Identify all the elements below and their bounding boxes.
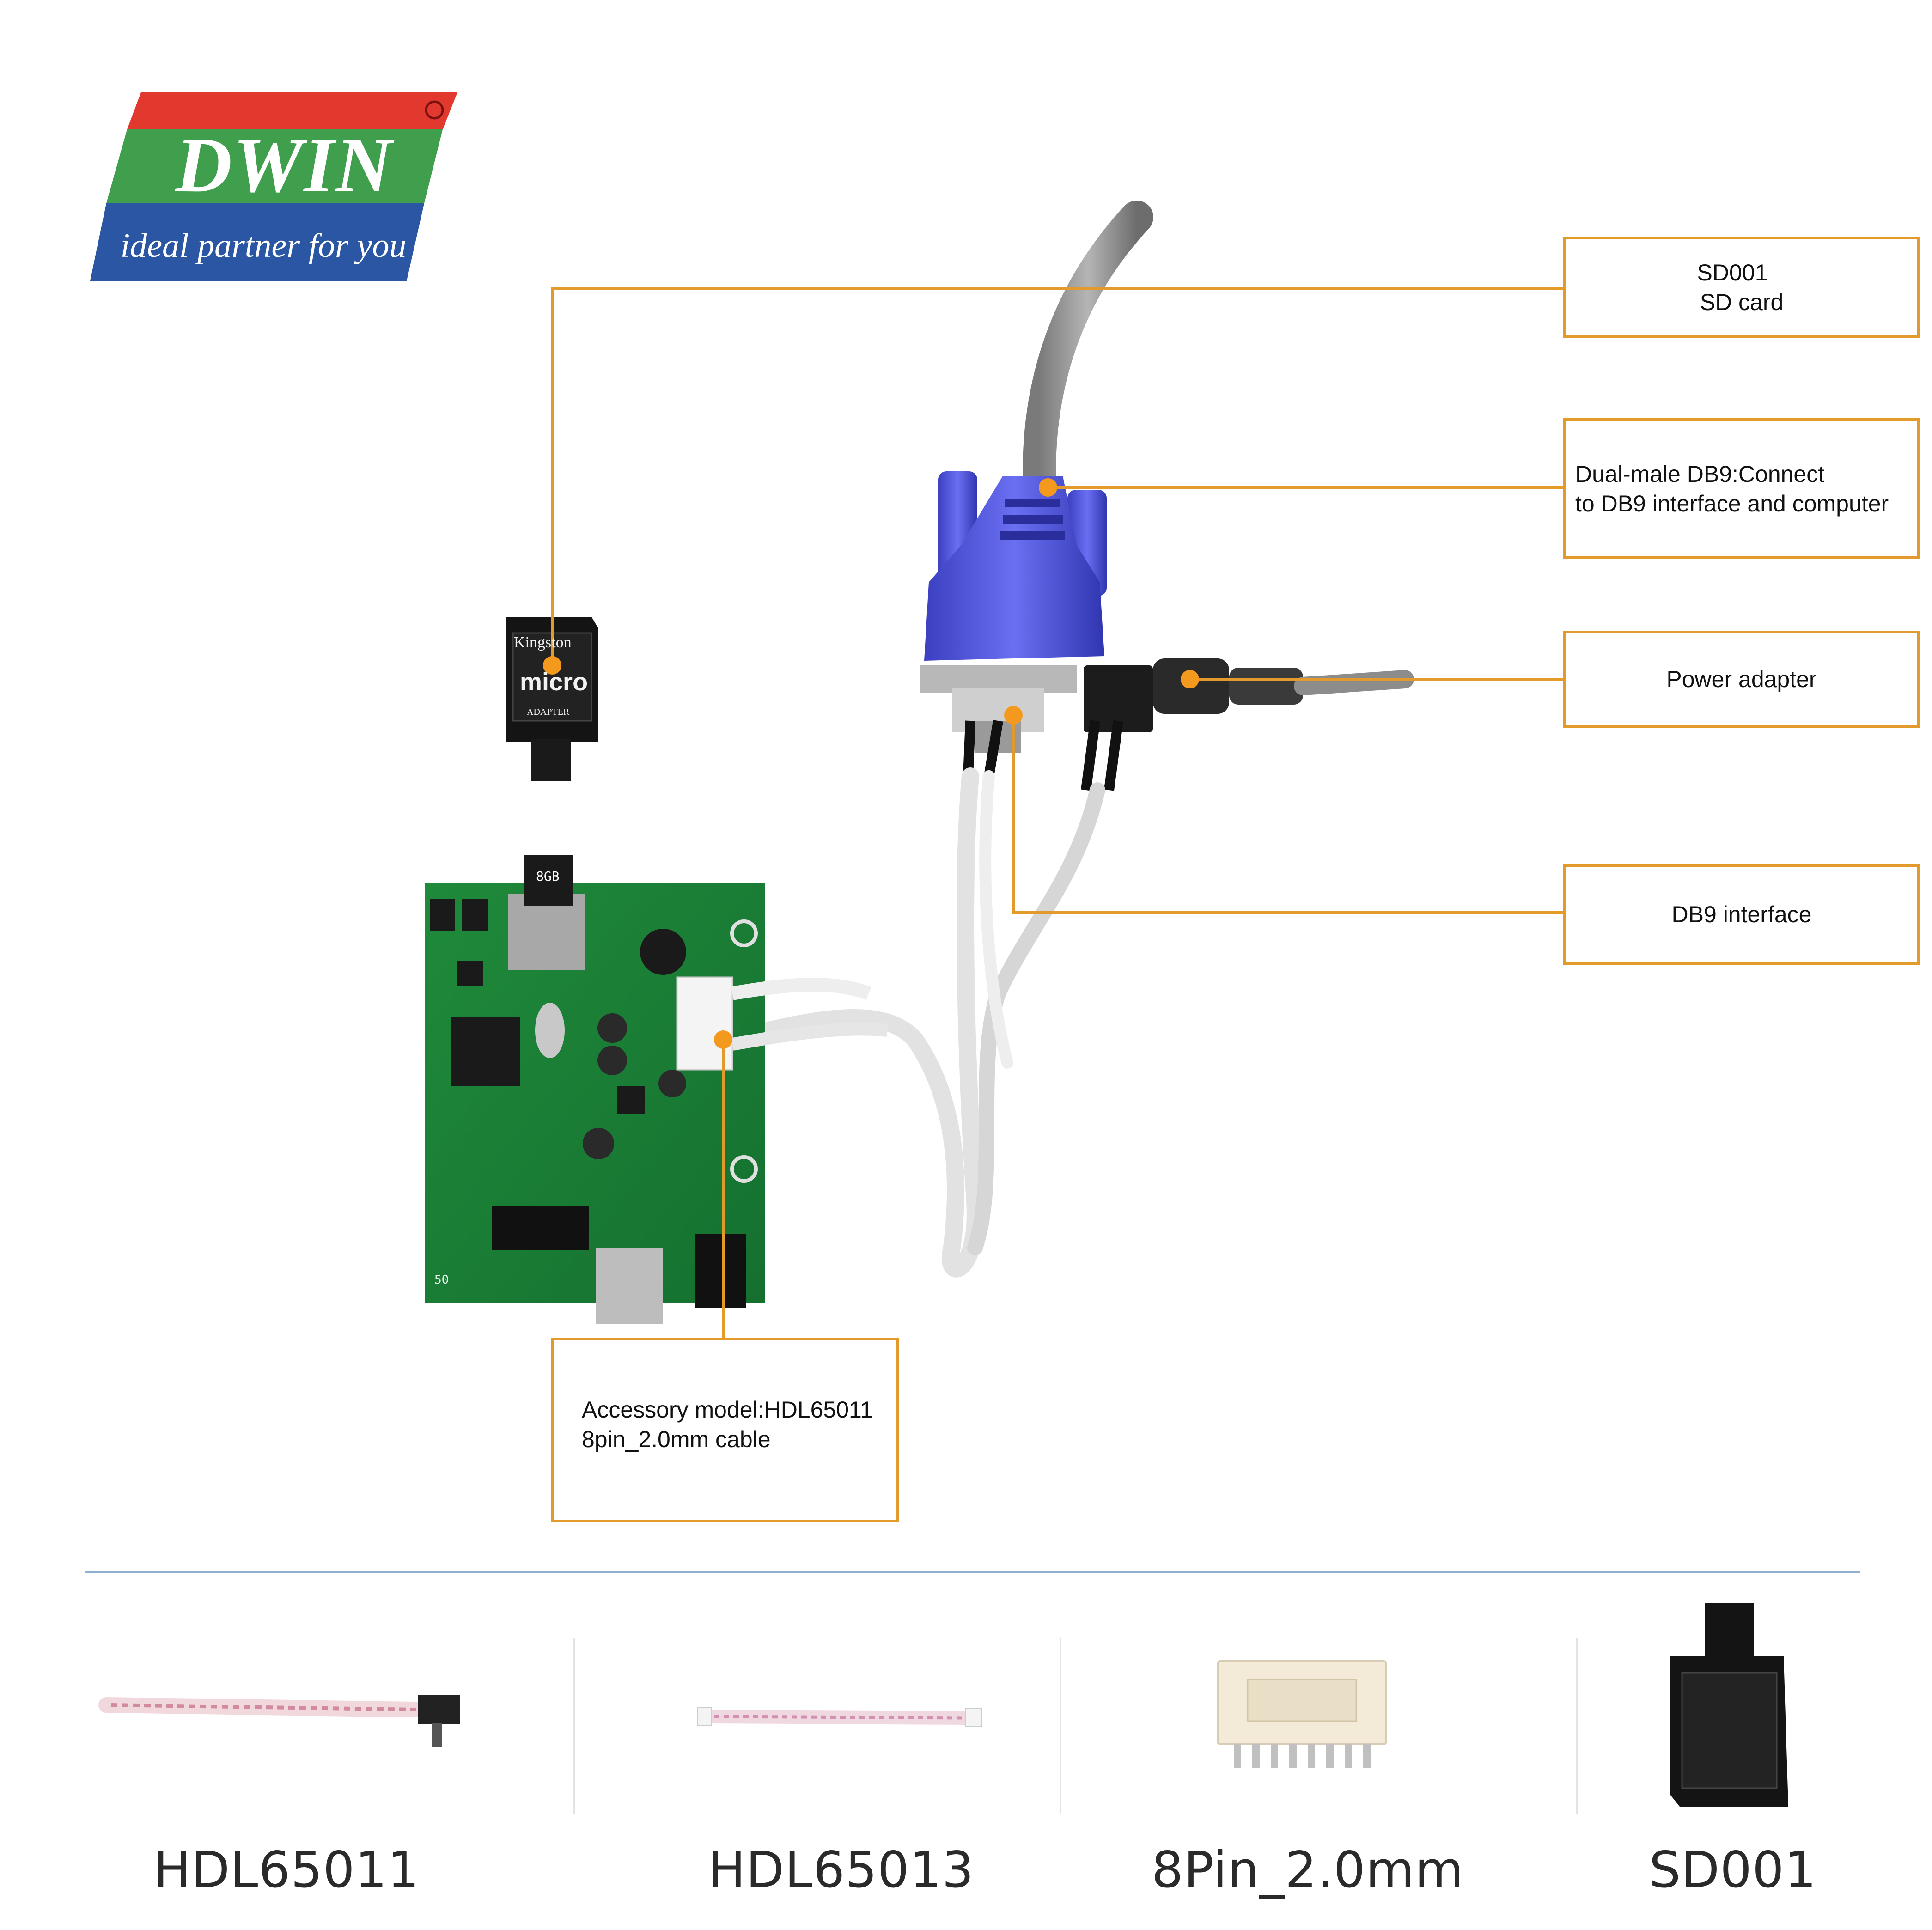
pcb-substrate <box>425 883 765 1303</box>
leader-dot-db9-cable <box>1039 478 1057 497</box>
callout-accessory-line1: Accessory model:HDL65011 <box>582 1397 873 1423</box>
registered-mark-icon <box>425 100 444 120</box>
8pin-leg-7 <box>1345 1744 1352 1768</box>
dc-jack <box>695 1234 746 1308</box>
leader-sd-card <box>551 287 1564 665</box>
8pin-leg-4 <box>1289 1744 1297 1768</box>
capacitor-2 <box>597 1046 627 1075</box>
leader-db9-interface <box>1012 715 1564 914</box>
black-lead-1 <box>963 720 975 777</box>
callout-sd-card-line2: SD card <box>1700 289 1784 315</box>
8pin-leg-2 <box>1252 1744 1260 1768</box>
sd-card-adapter-text: ADAPTER <box>527 707 570 717</box>
callout-accessory-line2: 8pin_2.0mm cable <box>582 1426 771 1452</box>
mount-hole-1 <box>730 919 758 947</box>
callout-sd-card-line1: SD001 <box>1697 260 1768 286</box>
logo-green-band <box>106 129 443 203</box>
product-thumb-8pin <box>1217 1660 1387 1768</box>
sd-card-brand: Kingston <box>514 634 572 651</box>
product-thumb-sd001 <box>1670 1603 1788 1807</box>
leader-dot-accessory <box>714 1030 732 1049</box>
callout-db9-interface: DB9 interface <box>1563 864 1920 965</box>
black-lead-4 <box>1104 720 1123 791</box>
capacitor-4 <box>583 1128 614 1159</box>
ribbon-wires-2 <box>731 1023 888 1051</box>
logo-blue-band <box>90 203 424 281</box>
capacitor-1 <box>597 1013 627 1043</box>
sd-slot <box>508 894 585 970</box>
sd001-face <box>1681 1672 1778 1789</box>
power-jack-body <box>1084 665 1153 732</box>
logo-wordmark: DWIN <box>175 122 393 208</box>
serial-cable <box>1023 201 1153 506</box>
dwin-logo <box>90 92 457 281</box>
sd-slot-card <box>524 855 573 906</box>
8pin-leg-6 <box>1326 1744 1334 1768</box>
product-label-8pin: 8Pin_2.0mm <box>1151 1841 1464 1899</box>
product-thumb-hdl65013 <box>697 1707 982 1727</box>
white-cable-a <box>740 767 984 1278</box>
ic-row-3 <box>457 961 483 986</box>
8pin-slot <box>1247 1679 1357 1722</box>
capacitor-3 <box>658 1070 686 1097</box>
regulator <box>617 1086 645 1114</box>
sd001-micro <box>1705 1603 1754 1659</box>
callout-accessory: Accessory model:HDL65011 8pin_2.0mm cabl… <box>551 1338 899 1522</box>
black-lead-3 <box>1081 720 1100 791</box>
db9-grip-1 <box>1005 499 1060 507</box>
usb-port <box>596 1248 663 1324</box>
buzzer <box>640 929 686 975</box>
pin-header <box>492 1206 589 1250</box>
board-corner-number: 50 <box>434 1273 449 1287</box>
product-label-sd001: SD001 <box>1649 1841 1817 1899</box>
product-thumb-hdl65011 <box>98 1695 460 1747</box>
leader-dot-db9-interface <box>1004 706 1023 725</box>
hdl65013-end-right <box>965 1708 982 1727</box>
product-label-hdl65013: HDL65013 <box>707 1841 975 1899</box>
logo-slogan: ideal partner for you <box>120 227 407 265</box>
hdl65011-plug <box>418 1695 460 1724</box>
ic-row-2 <box>462 899 488 931</box>
crystal <box>535 1003 565 1058</box>
callout-power-adapter: Power adapter <box>1563 631 1920 728</box>
8pin-leg-1 <box>1234 1744 1241 1768</box>
ribbon-wires <box>731 978 872 1000</box>
leader-dot-power <box>1181 670 1199 688</box>
board-card-capacity: 8GB <box>536 869 560 884</box>
callout-db9-interface-line1: DB9 interface <box>1671 901 1812 927</box>
micro-sd-card <box>531 739 571 781</box>
sd-card-photo <box>506 617 598 781</box>
callout-db9-cable-line2: to DB9 interface and computer <box>1575 490 1889 517</box>
sd-card-micro-text: micro <box>520 668 588 696</box>
mcu-chip <box>451 1017 520 1086</box>
db9-grip-3 <box>1000 531 1065 540</box>
callout-sd-card: SD001 SD card <box>1563 237 1920 338</box>
8pin-leg-5 <box>1308 1744 1315 1768</box>
mount-hole-2 <box>730 1155 758 1183</box>
db9-grip-2 <box>1003 515 1063 524</box>
power-cable-strain <box>1229 668 1303 705</box>
white-cable-c <box>979 770 1013 1069</box>
ic-row-1 <box>430 899 455 931</box>
db9-connector <box>920 471 1107 753</box>
black-lead-2 <box>984 720 1003 777</box>
logo-red-band <box>127 92 457 129</box>
8pin-leg-3 <box>1271 1744 1278 1768</box>
hdl65013-end-left <box>697 1707 712 1726</box>
pcb-board <box>425 855 765 1324</box>
8pin-leg-8 <box>1363 1744 1371 1768</box>
callout-db9-cable: Dual-male DB9:Connect to DB9 interface a… <box>1563 418 1920 559</box>
callout-power-adapter-line1: Power adapter <box>1666 666 1817 692</box>
hdl65011-pin <box>432 1723 442 1747</box>
hdl65013-stripe <box>713 1715 966 1720</box>
product-label-hdl65011: HDL65011 <box>153 1841 420 1899</box>
power-jack <box>1084 658 1414 732</box>
callout-db9-cable-line1: Dual-male DB9:Connect <box>1575 461 1825 487</box>
leader-dot-sd <box>543 656 561 675</box>
